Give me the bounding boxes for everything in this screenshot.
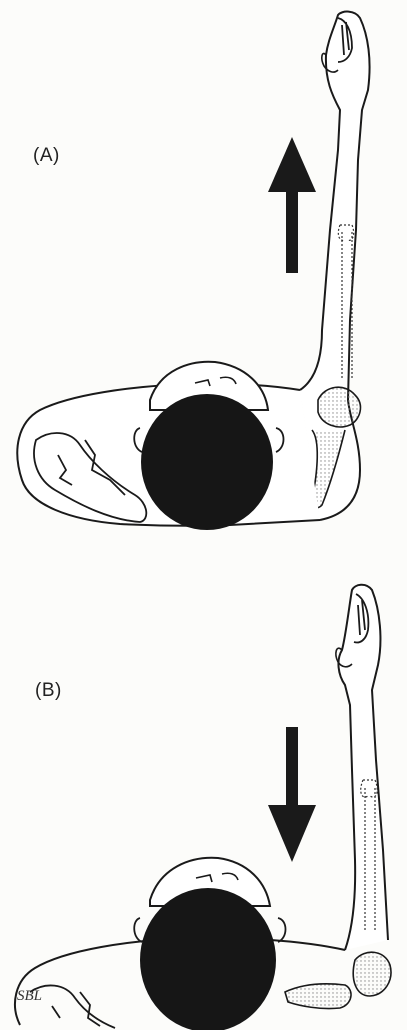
- panel-a-shoulder-joint: [318, 387, 360, 427]
- panel-a-hair: [141, 394, 273, 530]
- panel-b-label: (B): [35, 680, 62, 702]
- artist-signature: SBL: [17, 988, 42, 1005]
- panel-b-shoulder-joint: [353, 952, 391, 996]
- panel-b-left-arm-inner: [30, 985, 115, 1028]
- panel-a-label: (A): [33, 145, 60, 167]
- panel-b-left-bones: [52, 992, 100, 1026]
- panel-b-ear-right: [278, 918, 286, 942]
- panel-b-hair: [140, 888, 276, 1030]
- arrow-up-icon: [268, 137, 316, 273]
- arrow-down-icon: [268, 727, 316, 862]
- panel-b-ear-left: [134, 918, 142, 942]
- panel-b-scapula: [285, 984, 351, 1009]
- panel-b-figure: [15, 585, 391, 1030]
- panel-a-figure: [17, 12, 369, 530]
